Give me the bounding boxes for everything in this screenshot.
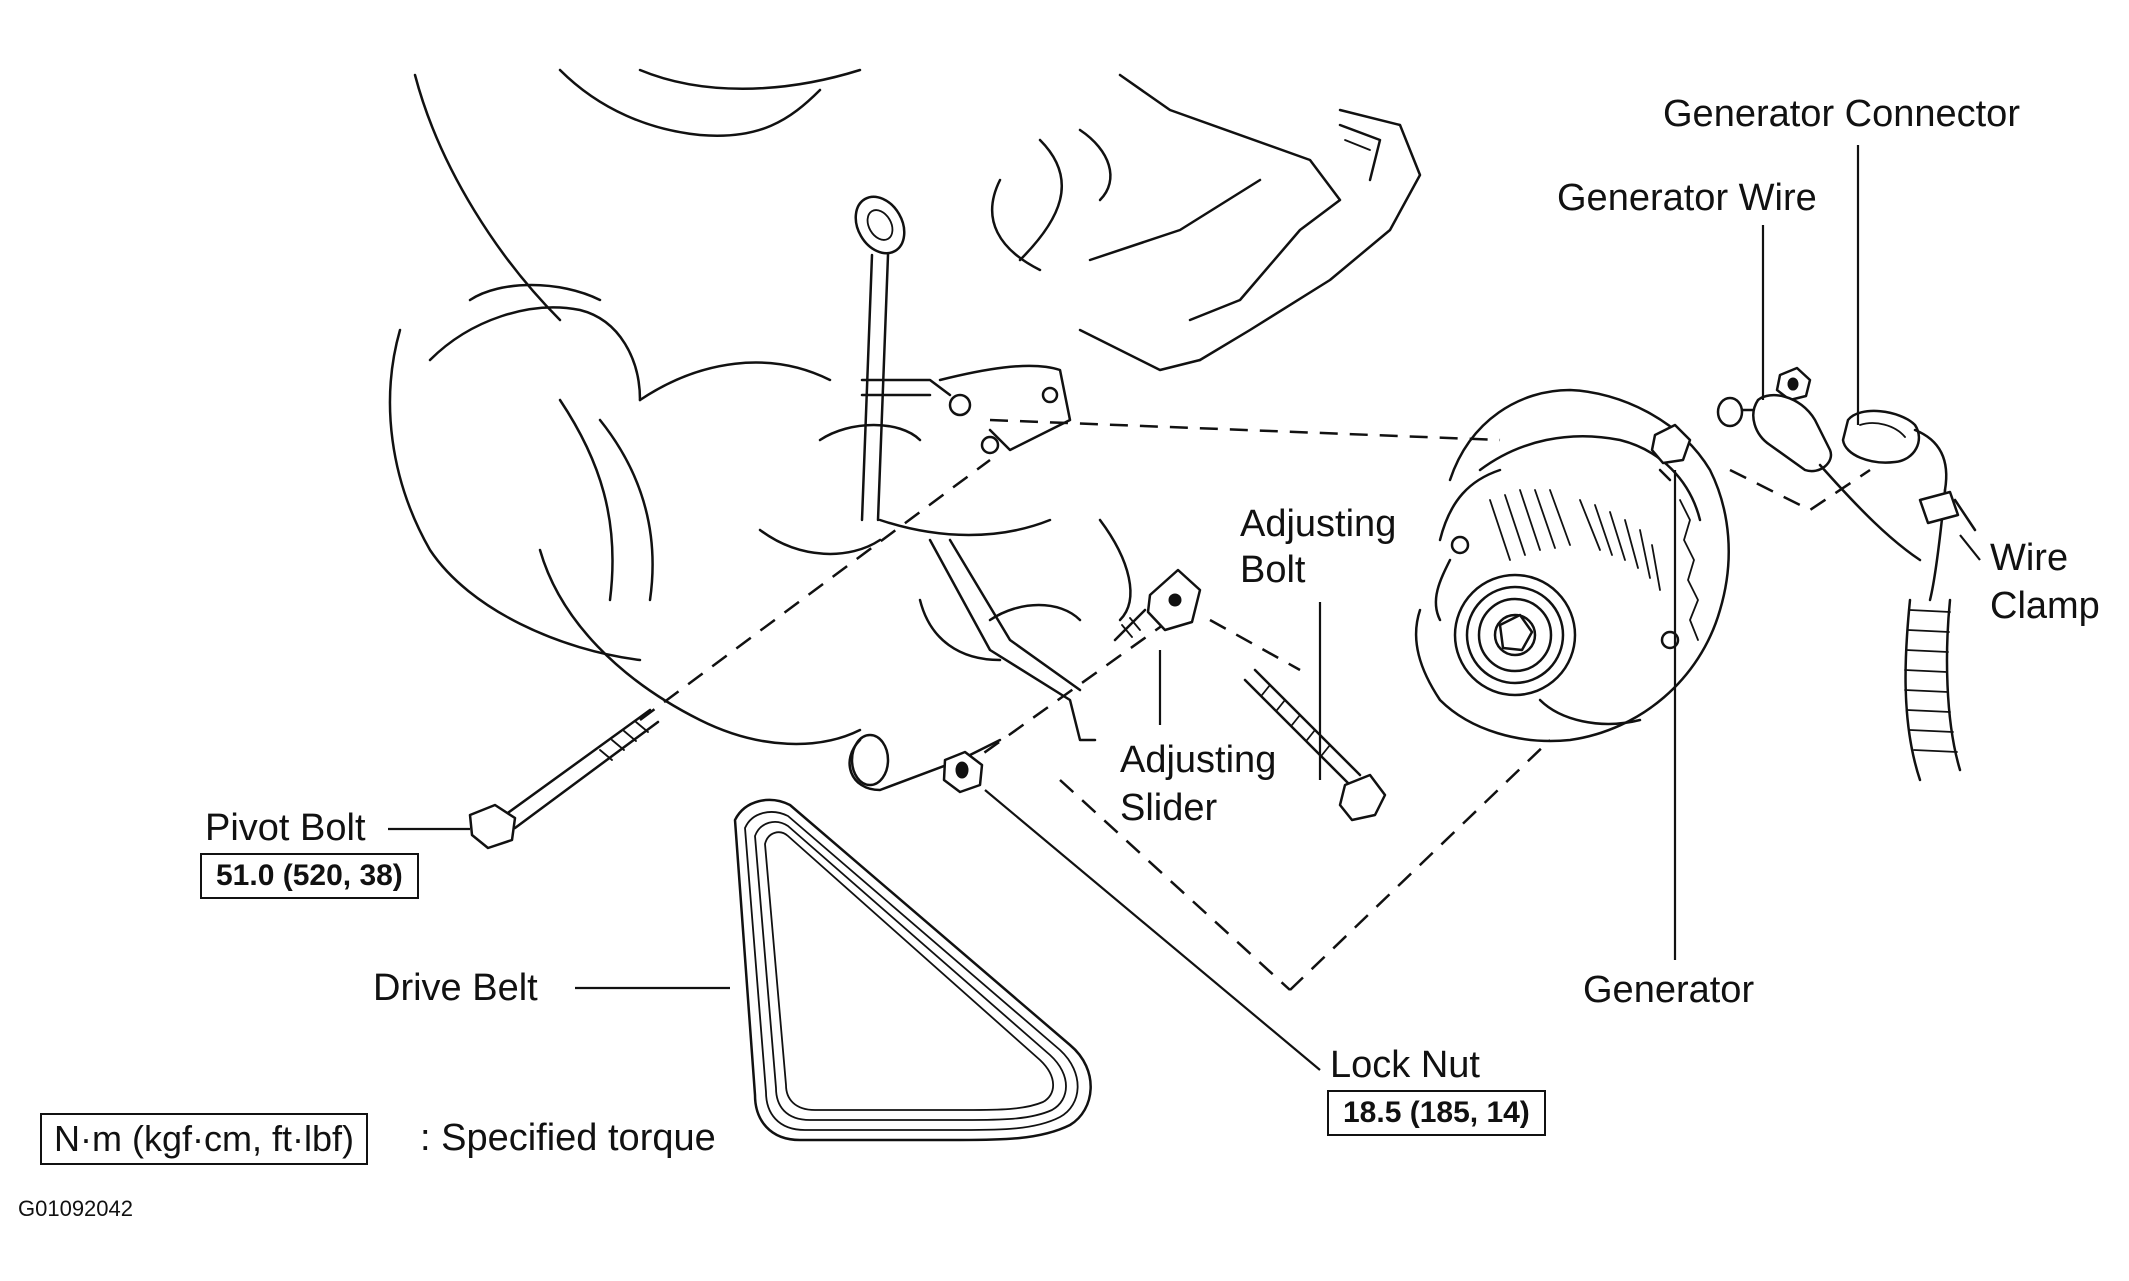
pivot-bolt-label: Pivot Bolt (205, 807, 366, 849)
adjusting-bolt-label-line2: Bolt (1240, 549, 1306, 591)
lock-nut-label: Lock Nut (1330, 1044, 1480, 1086)
wire-clamp-illustration (1918, 490, 1977, 532)
generator-connector-label: Generator Connector (1663, 93, 2020, 135)
generator-wire-illustration (1716, 366, 1922, 562)
lock-nut-torque-spec: 18.5 (185, 14) (1327, 1090, 1546, 1136)
drive-belt-illustration (733, 798, 1092, 1142)
generator-connector-illustration (1841, 409, 1962, 782)
engine-block-illustration (388, 68, 1422, 792)
wire-clamp-label-line1: Wire (1990, 537, 2069, 579)
mounting-guide-lines (639, 418, 1871, 991)
figure-code: G01092042 (18, 1196, 133, 1221)
adjusting-slider-label-line1: Adjusting (1120, 739, 1277, 781)
generator-label: Generator (1583, 969, 1755, 1011)
wire-clamp-label-line2: Clamp (1990, 585, 2100, 627)
torque-unit-legend-box: N·m (kgf·cm, ft·lbf) (40, 1113, 368, 1165)
drive-belt-label: Drive Belt (373, 967, 538, 1009)
adjusting-bolt-label-line1: Adjusting (1240, 503, 1397, 545)
pivot-bolt-torque-spec: 51.0 (520, 38) (200, 853, 419, 899)
adjusting-slider-illustration (1113, 568, 1202, 642)
torque-legend-description: : Specified torque (420, 1117, 716, 1159)
adjusting-bolt-illustration (1243, 668, 1387, 822)
generator-illustration (1414, 388, 1730, 743)
adjusting-slider-label-line2: Slider (1120, 787, 1218, 829)
pivot-bolt-illustration (468, 708, 660, 850)
lock-nut-illustration (942, 750, 984, 794)
leader-lines (388, 145, 1981, 1071)
generator-wire-label: Generator Wire (1557, 177, 1817, 219)
